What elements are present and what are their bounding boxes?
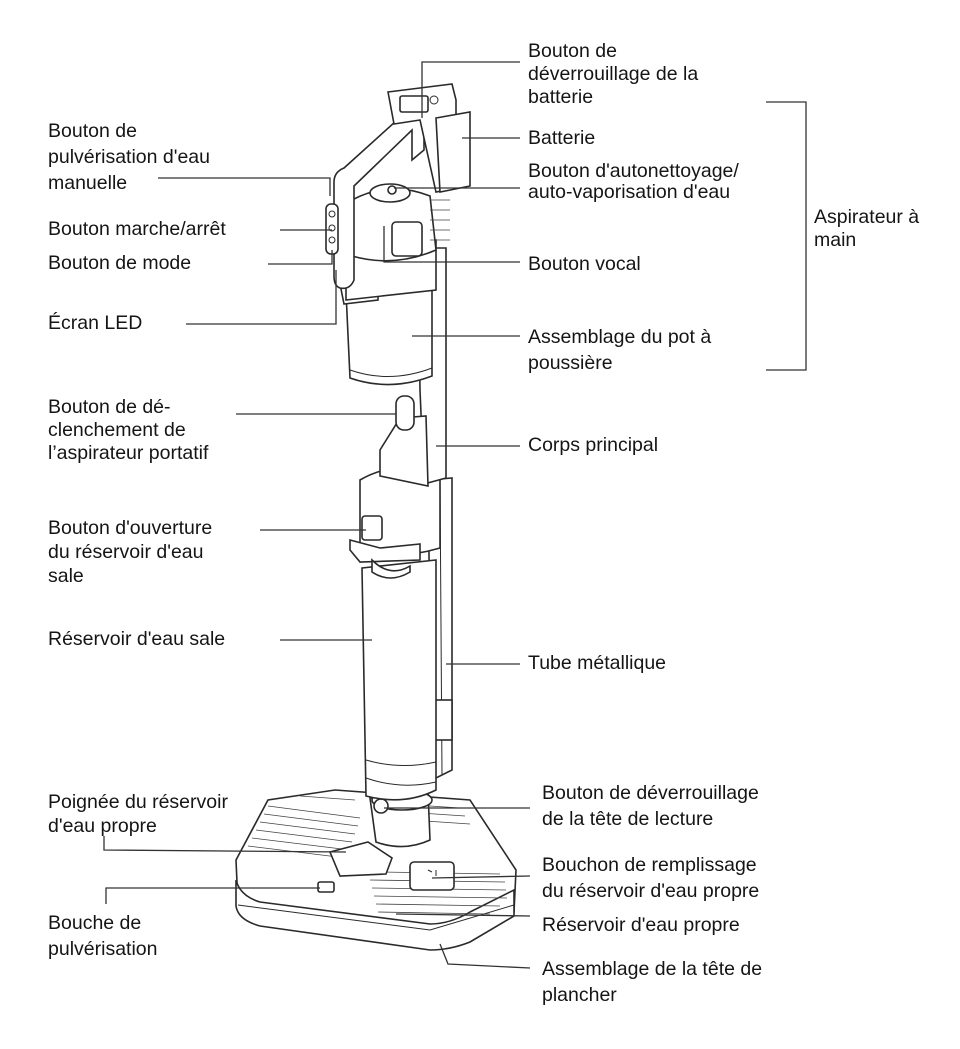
label-handheld-trigger: Bouton de dé- clenchement de l’aspirateu… xyxy=(48,396,209,464)
dirty-water-tank xyxy=(349,467,441,801)
label-refill-cap: Bouchon de remplissage du réservoir d'ea… xyxy=(542,854,760,902)
motor-head xyxy=(351,183,450,262)
label-main-body: Corps principal xyxy=(528,434,659,456)
handle xyxy=(325,108,425,290)
leader-lines-right xyxy=(383,61,807,969)
floor-head xyxy=(235,789,517,951)
battery xyxy=(387,83,471,193)
label-battery-release-button: Bouton de déverrouillage de la batterie xyxy=(528,40,699,108)
label-clean-water-tank: Réservoir d'eau propre xyxy=(542,914,740,936)
label-self-clean-button: Bouton d'autonettoyage/ auto-vaporisatio… xyxy=(528,160,739,203)
label-floor-head-assembly: Assemblage de la tête de plancher xyxy=(542,958,763,1006)
label-manual-spray-button: Bouton de pulvérisation d'eau manuelle xyxy=(48,120,210,194)
label-head-release-button: Bouton de déverrouillage de la tête de l… xyxy=(542,782,759,830)
label-dirty-water-tank: Réservoir d'eau sale xyxy=(48,628,226,650)
label-battery: Batterie xyxy=(528,127,596,149)
label-handheld-vacuum: Aspirateur à main xyxy=(814,206,920,251)
leader-lines-left xyxy=(103,177,396,904)
label-metal-tube: Tube métallique xyxy=(528,652,667,674)
label-led-screen: Écran LED xyxy=(48,312,143,334)
label-mode-button: Bouton de mode xyxy=(48,252,192,274)
label-dirty-tank-open-button: Bouton d'ouverture du réservoir d'eau sa… xyxy=(48,517,213,587)
label-clean-tank-handle: Poignée du réservoir d'eau propre xyxy=(48,791,228,837)
label-spray-nozzle: Bouche de pulvérisation xyxy=(48,912,158,960)
label-dust-pot-assembly: Assemblage du pot à poussière xyxy=(528,326,712,374)
label-power-button: Bouton marche/arrêt xyxy=(48,218,226,240)
label-voice-button: Bouton vocal xyxy=(528,253,641,275)
